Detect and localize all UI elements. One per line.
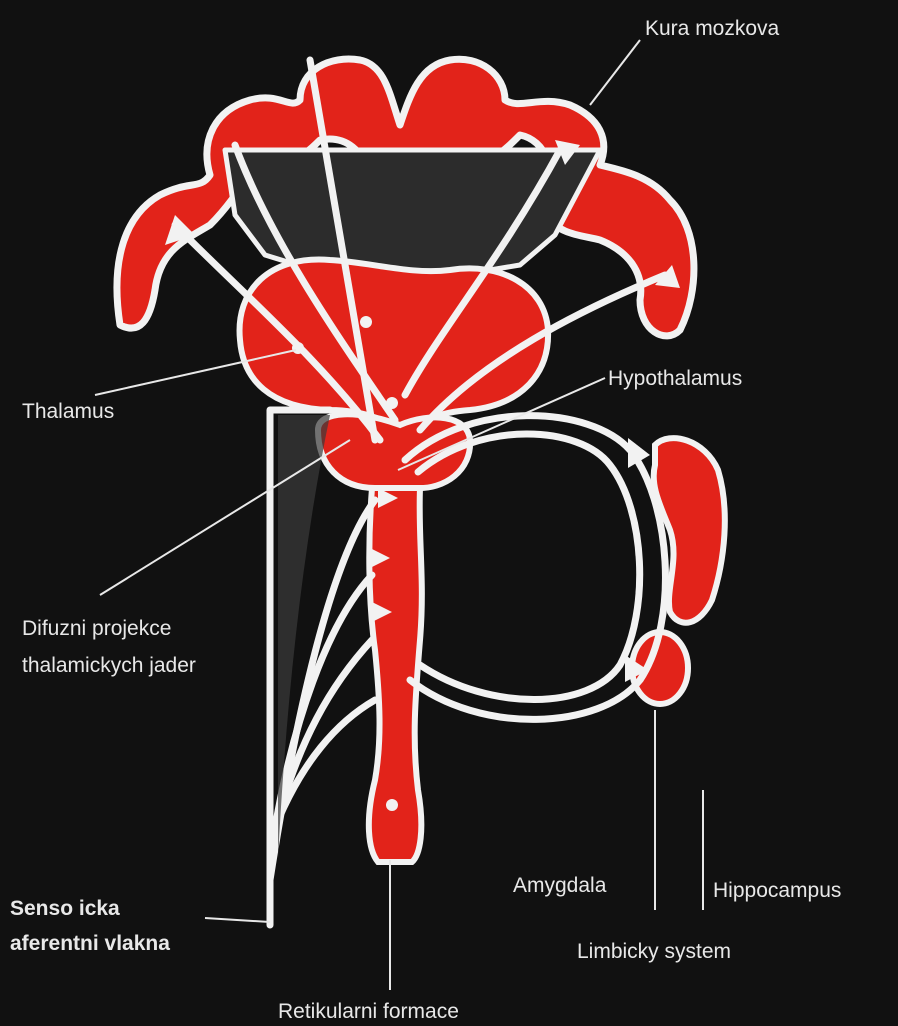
label-diffuse-2: thalamickych jader <box>22 654 196 677</box>
node-thalamus <box>292 342 304 354</box>
leader-diffuse <box>100 440 350 595</box>
label-reticular: Retikularni formace <box>278 1000 459 1023</box>
leader-cortex <box>590 40 640 105</box>
label-hypothalamus: Hypothalamus <box>608 367 742 390</box>
label-diffuse-1: Difuzni projekce <box>22 617 171 640</box>
label-limbic: Limbicky system <box>577 940 731 963</box>
node-cortex <box>360 316 372 328</box>
label-hippocampus: Hippocampus <box>713 879 841 902</box>
label-sensory-2: aferentni vlakna <box>10 932 170 955</box>
node-reticular <box>386 799 398 811</box>
leader-sensory <box>205 918 270 922</box>
label-thalamus: Thalamus <box>22 400 114 423</box>
cortex-inner <box>225 150 600 280</box>
label-amygdala: Amygdala <box>513 874 607 897</box>
label-cortex: Kura mozkova <box>645 17 780 40</box>
node-hypothalamus <box>386 397 398 409</box>
label-sensory-1: Senso icka <box>10 897 120 920</box>
